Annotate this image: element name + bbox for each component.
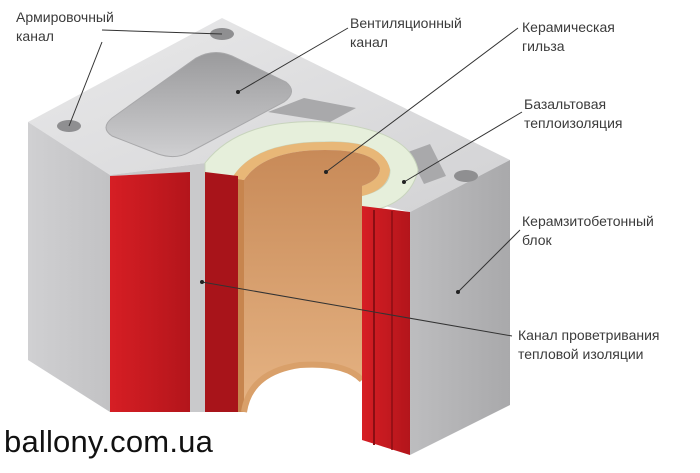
label-ventilation-line2: канал — [350, 34, 388, 50]
ceramic-rim — [232, 141, 390, 196]
label-reinforcing-line2: канал — [16, 28, 54, 44]
label-ventilation-line1: Вентиляционный — [350, 15, 462, 31]
leader-dots — [200, 90, 460, 294]
leader-dot-basalt — [402, 180, 406, 184]
label-airing-line1: Канал проветривания — [518, 327, 660, 343]
label-claydite-block: Керамзитобетонный блок — [522, 212, 654, 250]
leader-dot-airing — [200, 280, 204, 284]
label-basalt-line1: Базальтовая — [524, 96, 607, 112]
leader-block — [457, 229, 521, 293]
red-insulation-inner — [205, 172, 238, 412]
side-slot-hole — [408, 144, 446, 184]
red-insulation-right — [362, 206, 410, 455]
leader-basalt — [403, 111, 523, 183]
back-vent-hole — [268, 98, 356, 122]
ceramic-sleeve-inner — [244, 150, 380, 412]
ceramic-sleeve-bottom-shade — [241, 361, 365, 413]
leader-dot-ventilation — [236, 90, 240, 94]
ventilation-channel-hole — [105, 52, 292, 158]
label-basalt-line2: теплоизоляция — [524, 115, 623, 131]
ceramic-sleeve-bottom — [244, 364, 362, 412]
reinforcing-hole-right — [454, 170, 478, 182]
label-ceramic-line2: гильза — [522, 38, 565, 54]
watermark-text: ballony.com.ua — [4, 424, 214, 459]
leader-lines — [68, 27, 523, 337]
block-side-face — [410, 160, 510, 455]
leader-ventilation — [237, 27, 349, 93]
label-airing-line2: тепловой изоляции — [518, 346, 644, 362]
label-ceramic-line1: Керамическая — [522, 19, 615, 35]
block-front-face — [28, 122, 110, 412]
leader-dot-ceramic — [324, 170, 328, 174]
label-basalt-insulation: Базальтовая теплоизоляция — [524, 95, 622, 133]
label-airing-channel: Канал проветривания тепловой изоляции — [518, 326, 660, 364]
label-ventilation-channel: Вентиляционный канал — [350, 14, 462, 52]
label-block-line2: блок — [522, 232, 552, 248]
label-ceramic-sleeve: Керамическая гильза — [522, 18, 615, 56]
leader-airing — [201, 281, 513, 337]
leader-ceramic — [325, 27, 519, 173]
leader-dot-block — [456, 290, 460, 294]
label-block-line1: Керамзитобетонный — [522, 213, 654, 229]
label-reinforcing-line1: Армировочный — [16, 9, 114, 25]
leader-reinforcing-1 — [101, 29, 223, 35]
leader-reinforcing-2 — [68, 41, 103, 127]
label-reinforcing-channel: Армировочный канал — [16, 8, 114, 46]
red-insulation-left — [110, 172, 190, 412]
